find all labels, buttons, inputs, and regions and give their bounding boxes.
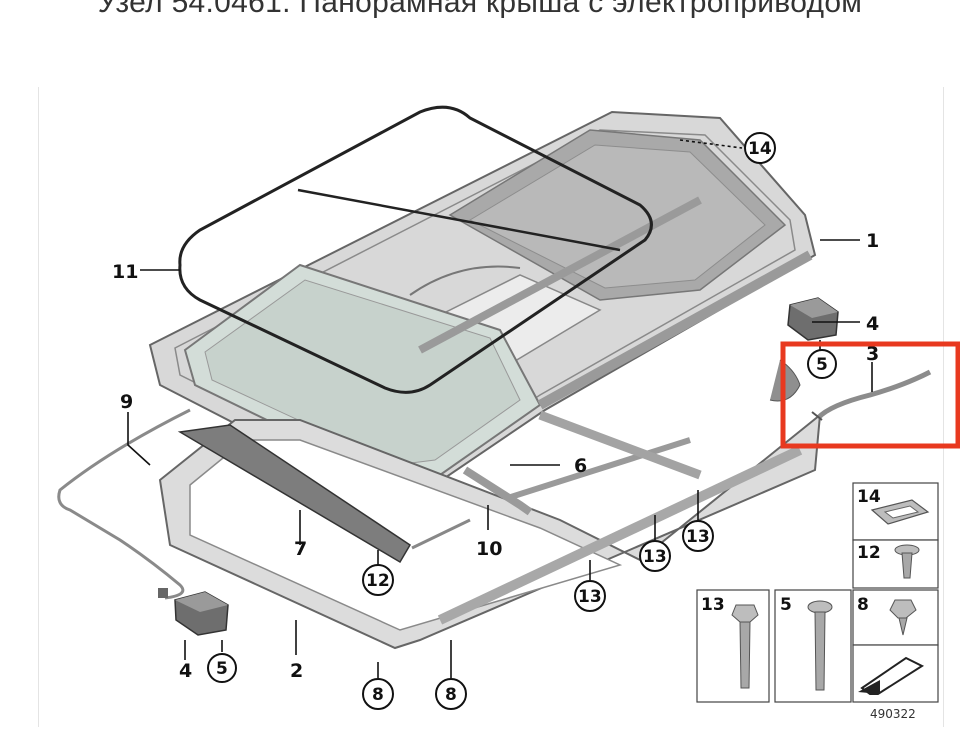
callout-13-c: 13 <box>686 527 710 547</box>
callout-10: 10 <box>476 538 502 560</box>
callout-8-right-circle <box>435 678 467 710</box>
bolt-icon-13 <box>731 604 759 689</box>
nut-icon-8 <box>889 599 917 636</box>
screw-icon-12 <box>894 544 920 579</box>
bolt-icon-5 <box>807 600 833 691</box>
deflector-strip <box>177 424 412 564</box>
diagram-frame <box>38 87 944 727</box>
callout-13-b-circle <box>639 540 671 572</box>
seal-outline <box>178 105 653 394</box>
callout-13-b: 13 <box>643 547 667 567</box>
callout-13-c-circle <box>682 520 714 552</box>
legend-label-5: 5 <box>780 595 792 615</box>
callout-5-left-circle <box>207 653 237 683</box>
callout-labels: 1 4 3 5 6 11 14 9 7 10 12 2 4 5 8 8 13 1… <box>112 132 879 710</box>
direction-arrow-icon <box>858 656 925 695</box>
legend-label-12: 12 <box>857 543 881 563</box>
callout-5-left: 5 <box>216 659 228 679</box>
callout-13-a: 13 <box>578 587 602 607</box>
callout-12-circle <box>362 564 394 596</box>
part-3-cable <box>816 369 932 420</box>
legend-label-14: 14 <box>857 487 881 507</box>
highlight-box <box>780 341 960 449</box>
legend-label-13: 13 <box>701 595 725 615</box>
callout-5-right-circle <box>807 349 837 379</box>
callout-4-left: 4 <box>179 660 192 682</box>
doc-number: 490322 <box>870 707 916 721</box>
drive-motor-left <box>158 588 229 636</box>
callout-8-right: 8 <box>445 685 457 705</box>
drive-motor-right <box>787 297 839 341</box>
callout-3: 3 <box>866 343 879 365</box>
callout-2: 2 <box>290 660 303 682</box>
callout-8-left: 8 <box>372 685 384 705</box>
callout-14-circle <box>744 132 776 164</box>
parts-legend: 14 12 13 5 8 490322 <box>696 482 939 721</box>
callout-12: 12 <box>366 571 390 591</box>
clip-icon <box>870 499 930 525</box>
callout-9: 9 <box>120 391 133 413</box>
callout-11: 11 <box>112 261 138 283</box>
callout-13-a-circle <box>574 580 606 612</box>
callout-14: 14 <box>748 139 772 159</box>
page-title: Узел 54.0461. Панорамная крыша с электро… <box>97 0 863 19</box>
roof-frame-assembly <box>148 110 817 513</box>
legend-label-8: 8 <box>857 595 869 615</box>
callout-7: 7 <box>294 538 307 560</box>
guide-rail <box>411 518 471 550</box>
leader-lines <box>127 139 873 678</box>
callout-5-right: 5 <box>816 355 828 375</box>
callout-6: 6 <box>574 455 587 477</box>
callout-8-left-circle <box>362 678 394 710</box>
callout-1: 1 <box>866 230 879 252</box>
drive-cable <box>57 408 191 600</box>
callout-4-right: 4 <box>866 313 879 335</box>
